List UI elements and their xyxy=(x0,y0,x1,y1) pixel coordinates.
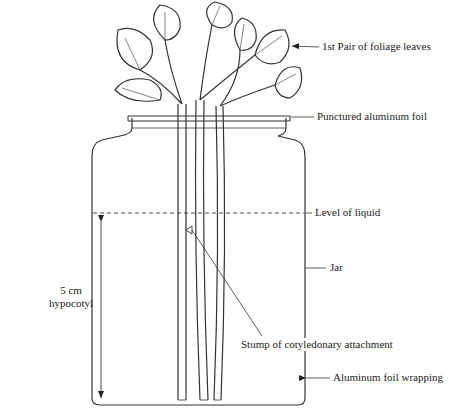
leaf-label: 1st Pair of foliage leaves xyxy=(322,40,431,53)
jar-label: Jar xyxy=(330,261,343,274)
foil-label: Punctured aluminum foil xyxy=(317,110,427,123)
liquid-label: Level of liquid xyxy=(315,206,380,219)
dimension-label: 5 cm hypocotyl xyxy=(46,284,96,309)
stump-label: Stump of cotyledonary attachment xyxy=(240,338,394,351)
wrapping-label: Aluminum foil wrapping xyxy=(333,371,443,384)
